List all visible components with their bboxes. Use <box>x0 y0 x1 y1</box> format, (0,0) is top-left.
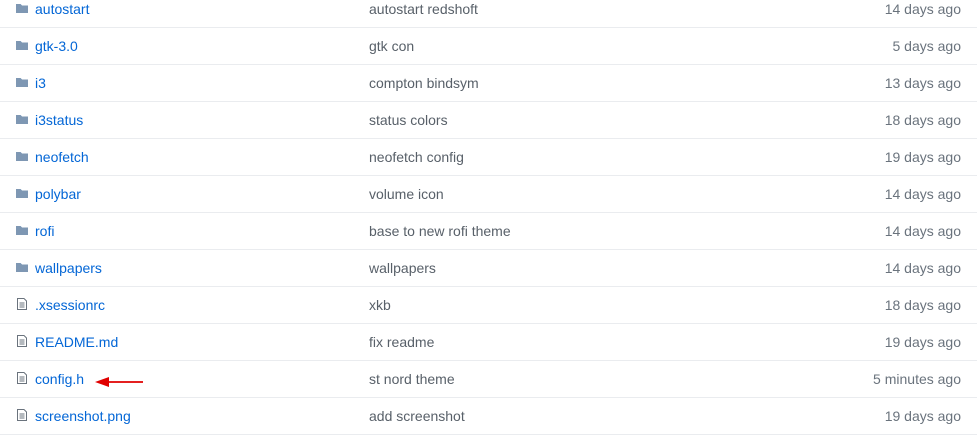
table-row: neofetch neofetch config 19 days ago <box>0 139 977 176</box>
commit-age: 13 days ago <box>884 75 961 91</box>
folder-link[interactable]: polybar <box>35 186 81 202</box>
commit-message-link[interactable]: status colors <box>369 112 448 128</box>
commit-age: 19 days ago <box>884 408 961 424</box>
folder-link[interactable]: neofetch <box>35 149 89 165</box>
folder-link[interactable]: wallpapers <box>35 260 102 276</box>
commit-age: 19 days ago <box>884 149 961 165</box>
file-link[interactable]: config.h <box>35 371 85 387</box>
file-link[interactable]: screenshot.png <box>35 408 131 424</box>
folder-link[interactable]: gtk-3.0 <box>35 38 78 54</box>
commit-message-link[interactable]: add screenshot <box>369 408 465 424</box>
folder-link[interactable]: autostart <box>35 1 90 17</box>
commit-message-link[interactable]: gtk con <box>369 38 415 54</box>
folder-icon <box>15 260 29 274</box>
folder-icon <box>15 112 29 126</box>
table-row: polybar volume icon 14 days ago <box>0 176 977 213</box>
commit-message-link[interactable]: fix readme <box>369 334 435 350</box>
folder-icon <box>15 149 29 163</box>
commit-age: 14 days ago <box>884 223 961 239</box>
folder-icon <box>15 186 29 200</box>
commit-message-link[interactable]: st nord theme <box>369 371 455 387</box>
folder-icon <box>15 223 29 237</box>
commit-message-link[interactable]: autostart redshoft <box>369 1 478 17</box>
commit-message-link[interactable]: neofetch config <box>369 149 464 165</box>
file-link[interactable]: .xsessionrc <box>35 297 106 313</box>
commit-message-link[interactable]: base to new rofi theme <box>369 223 511 239</box>
folder-link[interactable]: i3 <box>35 75 46 91</box>
table-row: config.h st nord theme 5 minutes ago <box>0 361 977 398</box>
file-text-icon <box>15 334 29 348</box>
folder-icon <box>15 1 29 15</box>
commit-age: 14 days ago <box>884 260 961 276</box>
table-row: wallpapers wallpapers 14 days ago <box>0 250 977 287</box>
folder-icon <box>15 38 29 52</box>
commit-message-link[interactable]: volume icon <box>369 186 444 202</box>
file-text-icon <box>15 297 29 311</box>
file-link[interactable]: README.md <box>35 334 119 350</box>
table-row: .xsessionrc xkb 18 days ago <box>0 287 977 324</box>
table-row: i3status status colors 18 days ago <box>0 102 977 139</box>
folder-link[interactable]: i3status <box>35 112 84 128</box>
file-text-icon <box>15 408 29 422</box>
table-row: rofi base to new rofi theme 14 days ago <box>0 213 977 250</box>
commit-age: 18 days ago <box>884 112 961 128</box>
commit-message-link[interactable]: wallpapers <box>369 260 436 276</box>
commit-message-link[interactable]: compton bindsym <box>369 75 479 91</box>
commit-age: 19 days ago <box>884 334 961 350</box>
table-row: i3 compton bindsym 13 days ago <box>0 65 977 102</box>
table-row: gtk-3.0 gtk con 5 days ago <box>0 28 977 65</box>
table-row: autostart autostart redshoft 14 days ago <box>0 0 977 28</box>
commit-age: 5 days ago <box>892 38 962 54</box>
table-row: screenshot.png add screenshot 19 days ago <box>0 398 977 435</box>
commit-age: 14 days ago <box>884 186 961 202</box>
folder-icon <box>15 75 29 89</box>
commit-age: 14 days ago <box>884 1 961 17</box>
file-text-icon <box>15 371 29 385</box>
red-arrow-icon <box>95 377 143 387</box>
folder-link[interactable]: rofi <box>35 223 55 239</box>
table-row: README.md fix readme 19 days ago <box>0 324 977 361</box>
commit-message-link[interactable]: xkb <box>369 297 391 313</box>
commit-age: 5 minutes ago <box>873 371 961 387</box>
commit-age: 18 days ago <box>884 297 961 313</box>
